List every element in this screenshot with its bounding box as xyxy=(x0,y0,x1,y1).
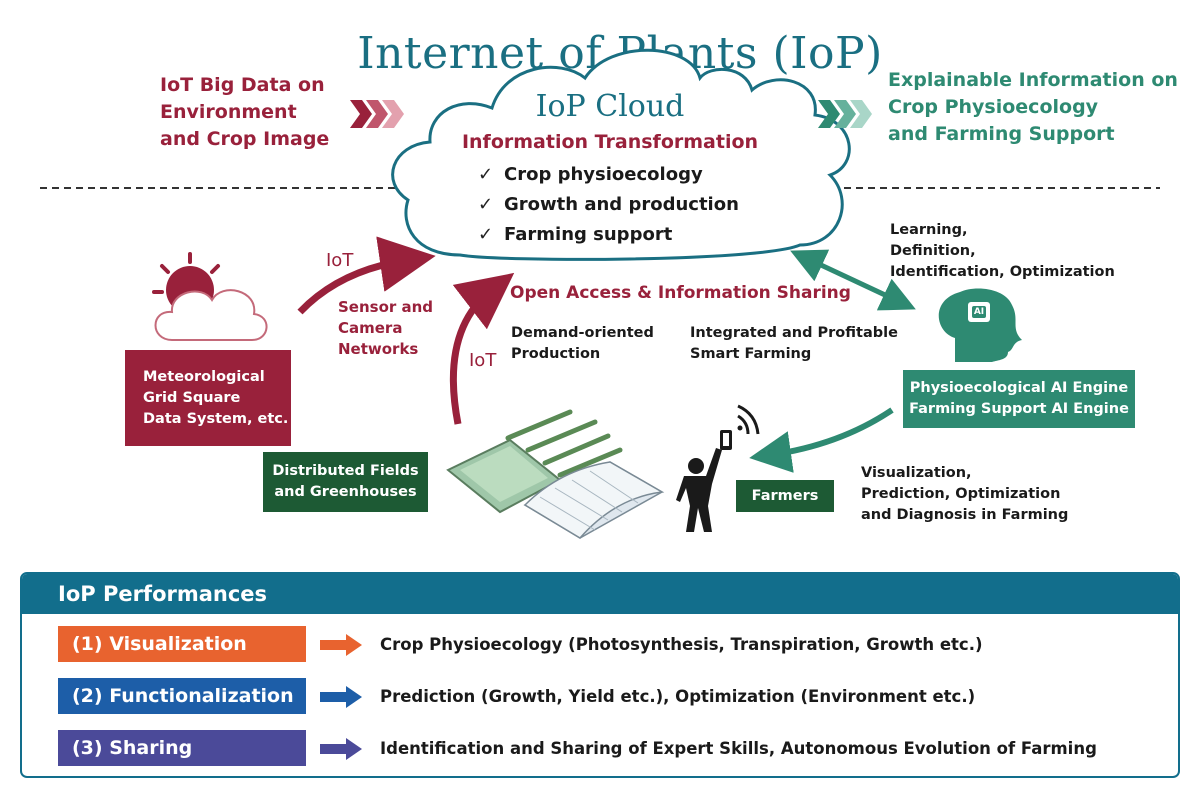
arrow-right-icon xyxy=(320,686,362,708)
cloud-title: IoP Cloud xyxy=(535,89,685,124)
chevrons-left xyxy=(350,100,404,128)
iot-label-2: IoT xyxy=(469,350,497,371)
diagram-graphics xyxy=(40,48,1160,539)
ai-chip-label: AI xyxy=(973,307,985,317)
meteorological-box: Meteorological Grid Square Data System, … xyxy=(125,350,291,446)
left-header: IoT Big Data on Environment and Crop Ima… xyxy=(160,74,330,150)
cloud-item: ✓Farming support xyxy=(478,224,673,245)
sensor-networks-label: Sensor and Camera Networks xyxy=(338,298,434,358)
performance-desc-functionalization: Prediction (Growth, Yield etc.), Optimiz… xyxy=(380,687,976,706)
chevrons-right xyxy=(818,100,872,128)
iop-performances-panel: IoP Performances (1) Visualization Crop … xyxy=(20,572,1180,778)
performance-label-sharing: (3) Sharing xyxy=(58,730,306,766)
smart-farming-label: Integrated and Profitable Smart Farming xyxy=(690,325,898,362)
cloud-item: ✓Crop physioecology xyxy=(478,164,703,185)
demand-oriented-label: Demand-oriented Production xyxy=(511,325,654,362)
ai-engine-box: Physioecological AI Engine Farming Suppo… xyxy=(903,370,1135,428)
iot-arrow-fields xyxy=(449,272,515,425)
arrow-right-icon xyxy=(320,738,362,760)
check-icon: ✓ xyxy=(478,224,494,245)
cloud-subtitle: Information Transformation xyxy=(461,131,759,153)
weather-sun-cloud-icon xyxy=(152,252,268,341)
arrow-right-icon xyxy=(320,634,362,656)
visualization-label: Visualization, Prediction, Optimization … xyxy=(861,465,1069,523)
iot-arrow-meteo xyxy=(297,236,436,315)
right-header: Explainable Information on Crop Physioec… xyxy=(888,69,1178,145)
check-icon: ✓ xyxy=(478,164,494,185)
farmer-phone-icon xyxy=(676,404,760,532)
iot-label-1: IoT xyxy=(326,250,354,271)
performance-desc-visualization: Crop Physioecology (Photosynthesis, Tran… xyxy=(380,635,983,654)
farmers-box: Farmers xyxy=(736,480,834,512)
fields-icon xyxy=(446,409,623,514)
performance-label-functionalization: (2) Functionalization xyxy=(58,678,306,714)
ai-head-icon xyxy=(938,288,1022,362)
open-access-label: Open Access & Information Sharing xyxy=(510,283,851,303)
ai-cloud-arrow xyxy=(790,249,916,311)
check-icon: ✓ xyxy=(478,194,494,215)
greenhouse-icon xyxy=(523,461,665,539)
iop-cloud-shape xyxy=(391,48,851,261)
ai-farmers-arrow xyxy=(749,407,894,473)
performances-header: IoP Performances xyxy=(22,574,1178,614)
learning-label: Learning, Definition, Identification, Op… xyxy=(890,222,1115,280)
performance-label-visualization: (1) Visualization xyxy=(58,626,306,662)
cloud-item: ✓Growth and production xyxy=(478,194,739,215)
performance-desc-sharing: Identification and Sharing of Expert Ski… xyxy=(380,739,1097,758)
fields-box: Distributed Fields and Greenhouses xyxy=(263,452,428,512)
